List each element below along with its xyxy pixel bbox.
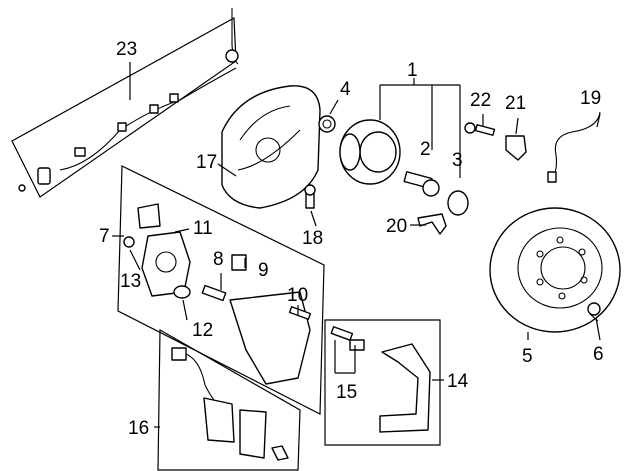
callout-19: 19 — [580, 88, 601, 109]
callout-1: 1 — [407, 60, 418, 81]
callout-10: 10 — [287, 285, 308, 306]
callout-8: 8 — [213, 249, 224, 270]
caliper-carrier — [229, 291, 311, 385]
leader-lines — [112, 62, 601, 428]
callout-11: 11 — [193, 218, 213, 239]
callout-22: 22 — [470, 90, 491, 111]
guide-pin-cap — [231, 254, 247, 271]
callout-9: 9 — [258, 260, 269, 281]
callout-14: 14 — [447, 371, 469, 392]
callout-12: 12 — [192, 320, 213, 341]
callout-21: 21 — [505, 93, 526, 114]
carrier-bolt — [288, 306, 312, 320]
pad-hardware — [330, 326, 431, 433]
callout-23: 23 — [116, 39, 137, 60]
callout-3: 3 — [452, 150, 463, 171]
callout-13: 13 — [120, 271, 141, 292]
callout-2: 2 — [420, 139, 431, 160]
hub-bolt — [403, 171, 440, 197]
bleeder-valve — [201, 284, 227, 302]
group-frame-16 — [157, 328, 301, 471]
callout-20: 20 — [386, 216, 407, 237]
caliper-bolt — [123, 236, 135, 248]
caliper-housing — [137, 203, 191, 297]
sensor-cable — [551, 111, 601, 179]
group-frame-14 — [324, 319, 441, 446]
callout-6: 6 — [593, 344, 604, 365]
piston-seal — [173, 285, 191, 299]
callout-15: 15 — [336, 382, 357, 403]
callout-7: 7 — [99, 226, 110, 247]
group-frame-7 — [117, 165, 325, 415]
callout-18: 18 — [302, 228, 323, 249]
wheel-hub — [339, 119, 401, 185]
callout-17: 17 — [196, 152, 217, 173]
wheel-speed-sensor — [505, 135, 527, 161]
sensor-bolt — [464, 122, 496, 136]
callout-5: 5 — [522, 346, 533, 367]
seal-ring — [318, 115, 336, 133]
callout-16: 16 — [128, 418, 149, 439]
brake-pads — [171, 347, 289, 461]
abs-sensor-harness — [18, 8, 239, 192]
splash-shield — [221, 85, 321, 209]
shield-bolt — [304, 184, 316, 209]
dust-cap — [447, 190, 469, 216]
callout-4: 4 — [340, 79, 351, 100]
clip — [417, 213, 447, 235]
brake-rotor — [489, 207, 621, 333]
